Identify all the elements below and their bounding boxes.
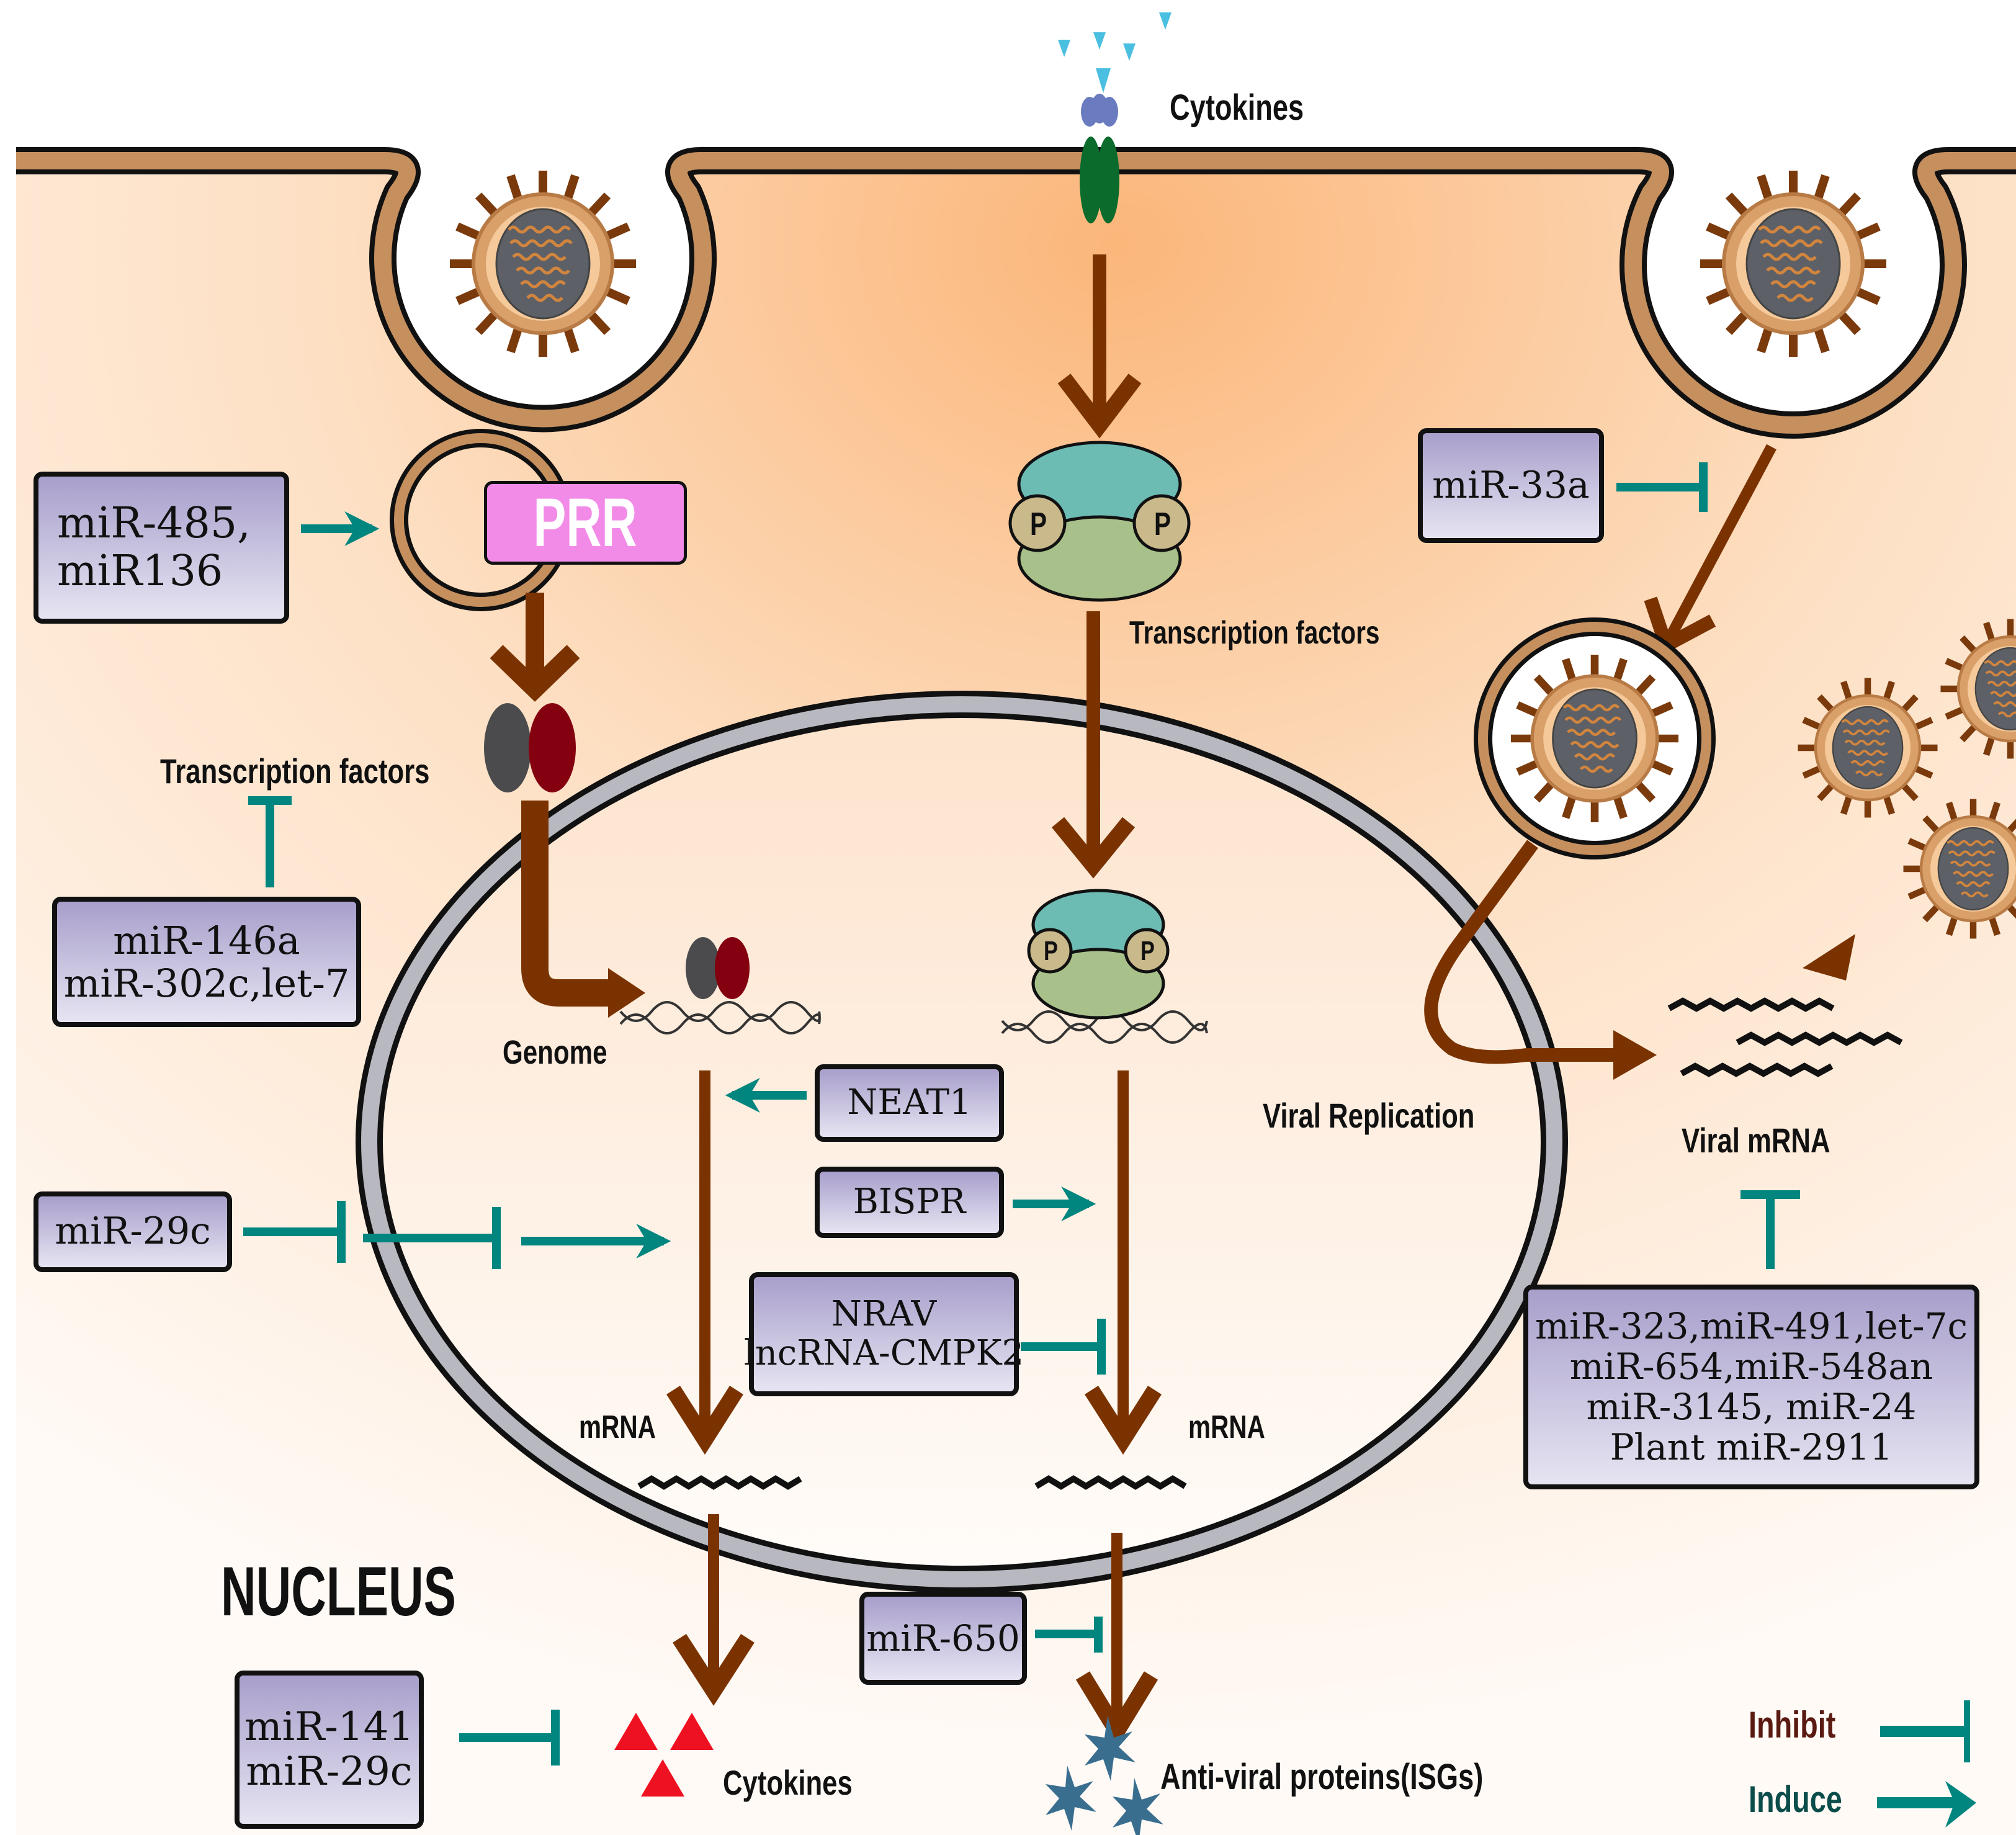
virus-icon (1511, 655, 1678, 822)
phospho-label: P (1030, 506, 1047, 542)
antiviral-proteins-label: Anti-viral proteins(ISGs) (1160, 1757, 1484, 1797)
virus-icon (1700, 171, 1886, 357)
nucleus-label: NUCLEUS (221, 1553, 456, 1630)
virus-icon (450, 171, 636, 357)
neat1-box: NEAT1 (815, 1064, 1004, 1142)
transcription-factor-dimer-icon (484, 703, 576, 792)
viral-mrna-label: Viral mRNA (1682, 1121, 1830, 1160)
arrowhead-virus-assembly (1803, 934, 1855, 980)
viral-replication-label: Viral Replication (1263, 1096, 1475, 1135)
mrna-label-right: mRNA (1188, 1409, 1265, 1445)
bispr-box: BISPR (815, 1167, 1004, 1238)
mrna-icon (637, 1475, 802, 1490)
cytokines-top-label: Cytokines (1170, 87, 1304, 128)
arrow-pit-to-endosome (1664, 444, 1776, 642)
mrna-label-left: mRNA (579, 1409, 656, 1445)
cytokine-receptor-icon (1080, 94, 1119, 223)
transcription-factors-label: Transcription factors (1129, 615, 1380, 651)
cytokine-triangles-icon (614, 1713, 714, 1797)
mrna-icon (1034, 1475, 1187, 1490)
cytokines-bottom-label: Cytokines (723, 1763, 853, 1802)
arrow-viral-replication (1424, 840, 1620, 1064)
transcription-factor-on-genome-icon (686, 937, 750, 999)
arrow-tf-to-genome (521, 801, 608, 1007)
dna-helix-icon (619, 1001, 821, 1034)
genome-label: Genome (503, 1034, 607, 1071)
legend-inhibit-label: Inhibit (1749, 1704, 1836, 1746)
phospho-label: P (1140, 936, 1155, 966)
mir650-box: miR-650 (859, 1592, 1027, 1685)
phosphorylated-tf-nuclear-icon (1027, 889, 1170, 1020)
mir33a-box: miR-33a (1418, 428, 1604, 543)
mir29c-box: miR-29c (34, 1191, 232, 1272)
mir485-mir136-box: miR-485,miR136 (34, 472, 289, 624)
phospho-label: P (1044, 936, 1058, 966)
phospho-label: P (1154, 506, 1172, 542)
progeny-virus-icon (1798, 678, 1938, 818)
phosphorylated-tf-complex-icon (1008, 441, 1191, 602)
transcription-factors-label-left: Transcription factors (160, 751, 430, 791)
viral-mrna-icon (1667, 997, 1903, 1077)
isg-stars-icon (1046, 1716, 1163, 1835)
prr-receptor: PRR (484, 481, 687, 565)
cytokine-ligand-icon (1058, 12, 1172, 93)
legend-induce-label: Induce (1749, 1779, 1842, 1820)
